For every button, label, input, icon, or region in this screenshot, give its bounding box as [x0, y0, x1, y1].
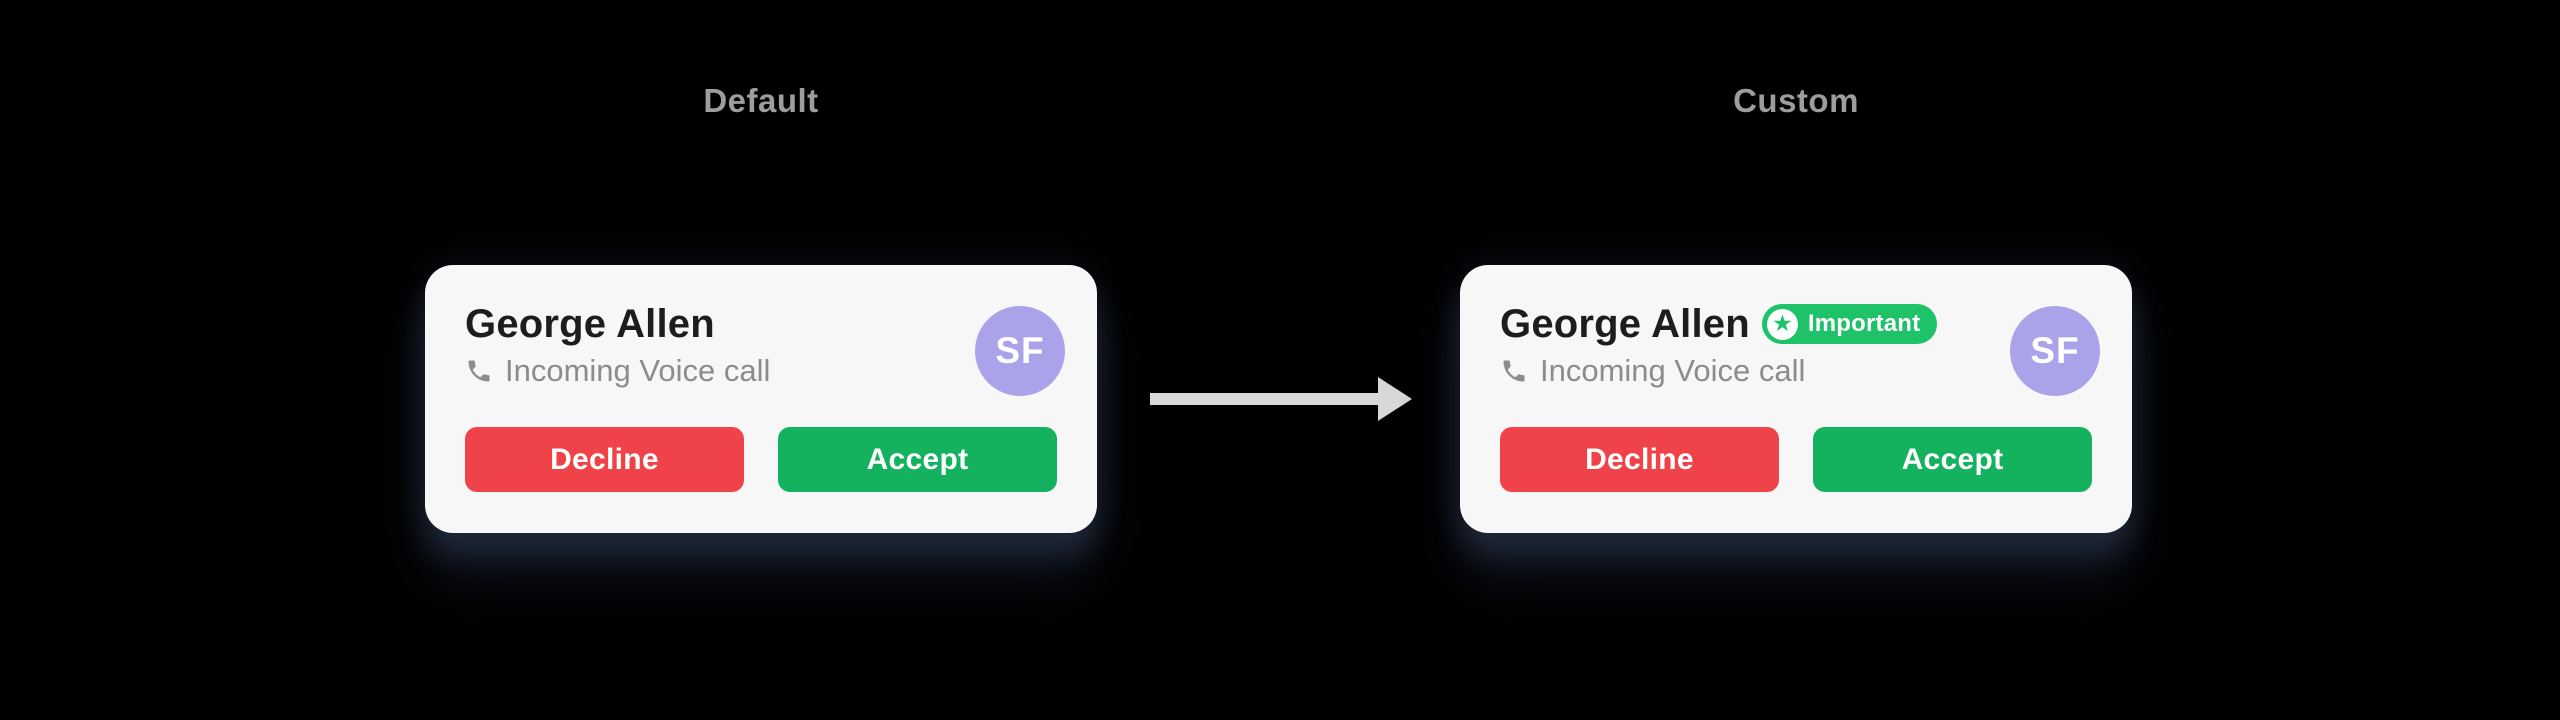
decline-button[interactable]: Decline: [1500, 427, 1779, 492]
call-status-row: Incoming Voice call: [1500, 352, 2092, 389]
call-actions-row: Decline Accept: [1500, 427, 2092, 492]
incoming-call-card-custom: George Allen ★ Important Incoming Voice …: [1460, 265, 2132, 533]
accept-button[interactable]: Accept: [778, 427, 1057, 492]
arrow-right-icon: [1150, 375, 1412, 423]
call-status-row: Incoming Voice call: [465, 352, 1057, 389]
call-status-text: Incoming Voice call: [1540, 353, 1806, 388]
avatar-initials: SF: [2030, 330, 2080, 371]
star-icon: ★: [1766, 308, 1798, 340]
call-status-text: Incoming Voice call: [505, 353, 771, 388]
panel-custom: Custom George Allen ★ Important Incoming…: [1460, 0, 2132, 720]
avatar: SF: [975, 306, 1065, 396]
panel-label-custom: Custom: [1733, 82, 1859, 119]
incoming-call-card-default: George Allen Incoming Voice call SF Decl…: [425, 265, 1097, 533]
caller-title-row: George Allen ★ Important: [1500, 302, 2092, 346]
avatar: SF: [2010, 306, 2100, 396]
call-actions-row: Decline Accept: [465, 427, 1057, 492]
accept-button[interactable]: Accept: [1813, 427, 2092, 492]
caller-name: George Allen: [465, 302, 715, 346]
panel-label-default: Default: [703, 82, 819, 119]
important-badge-label: Important: [1807, 310, 1921, 337]
caller-title-row: George Allen: [465, 302, 1057, 346]
decline-button[interactable]: Decline: [465, 427, 744, 492]
caller-name: George Allen: [1500, 302, 1750, 346]
panel-default: Default George Allen Incoming Voice call…: [425, 0, 1097, 720]
important-badge: ★ Important: [1761, 304, 1938, 344]
call-icon: [1500, 357, 1528, 385]
avatar-initials: SF: [995, 330, 1045, 371]
call-icon: [465, 357, 493, 385]
